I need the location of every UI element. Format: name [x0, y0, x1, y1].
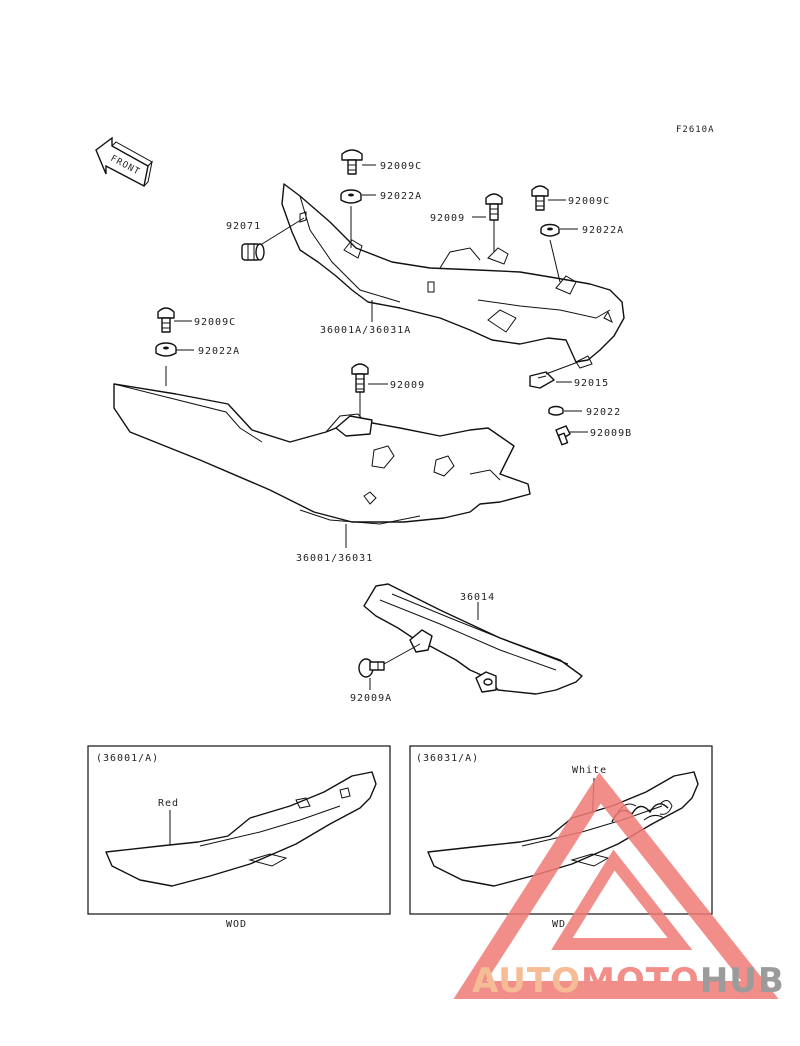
- clip-92015: [529, 371, 555, 389]
- watermark-text-hub: HUB: [700, 961, 785, 1001]
- label-92009c-left: 92009C: [194, 317, 236, 328]
- label-92071: 92071: [226, 221, 261, 232]
- label-36014: 36014: [460, 592, 495, 603]
- inset-right-caption: WD: [552, 919, 566, 930]
- inset-left-color-note: Red: [158, 798, 179, 809]
- label-92009-lower: 92009: [390, 380, 425, 391]
- watermark-text-moto: MOTO: [581, 961, 700, 1001]
- inset-left-frame: [87, 745, 391, 915]
- washer-92022a-top: [340, 189, 362, 204]
- svg-text:AUTOMOTOHUB: AUTOMOTOHUB: [472, 961, 785, 1001]
- bolt-92009-lower: [351, 363, 369, 393]
- label-92009c-right: 92009C: [568, 196, 610, 207]
- inset-left-title: (36001/A): [96, 753, 159, 764]
- watermark-logo: AUTOMOTOHUB: [453, 772, 785, 1001]
- upper-side-cover: [281, 183, 625, 369]
- washer-92022a-left: [155, 342, 177, 357]
- label-36001-36031: 36001/36031: [296, 553, 373, 564]
- inset-right-frame: [409, 745, 713, 915]
- watermark-text-auto: AUTO: [472, 961, 581, 1001]
- label-92022a-right: 92022A: [582, 225, 624, 236]
- label-92022a-left: 92022A: [198, 346, 240, 357]
- watermark-triangle-icon: [453, 772, 779, 999]
- trim-piece-36014: [363, 583, 583, 695]
- label-92009-upper: 92009: [430, 213, 465, 224]
- watermark-inner-triangle-icon: [551, 849, 693, 950]
- label-92015: 92015: [574, 378, 609, 389]
- label-92022: 92022: [586, 407, 621, 418]
- lower-side-cover: [113, 383, 531, 525]
- figure-code: F2610A: [676, 125, 715, 135]
- bolt-92009-upper: [485, 193, 503, 221]
- front-arrow: FRONT: [95, 136, 153, 188]
- bolt-92009c-right: [531, 185, 549, 211]
- label-92009a: 92009A: [350, 693, 392, 704]
- inset-left: (36001/A) Red WOD: [87, 745, 391, 930]
- washer-92022a-right: [540, 223, 560, 237]
- bolt-92009c-left: [157, 307, 175, 333]
- inset-right-color-note: White: [572, 765, 607, 776]
- grommet-92071: [241, 243, 265, 261]
- screw-92009b: [555, 425, 571, 446]
- label-36001a-36031a: 36001A/36031A: [320, 325, 411, 336]
- rivet-92009a: [358, 658, 385, 678]
- label-92009b: 92009B: [590, 428, 632, 439]
- label-92009c-top: 92009C: [380, 161, 422, 172]
- inset-left-caption: WOD: [226, 919, 247, 930]
- bolt-92009c-top: [341, 149, 363, 175]
- washer-92022: [548, 405, 564, 416]
- inset-right-title: (36031/A): [416, 753, 479, 764]
- label-92022a-top: 92022A: [380, 191, 422, 202]
